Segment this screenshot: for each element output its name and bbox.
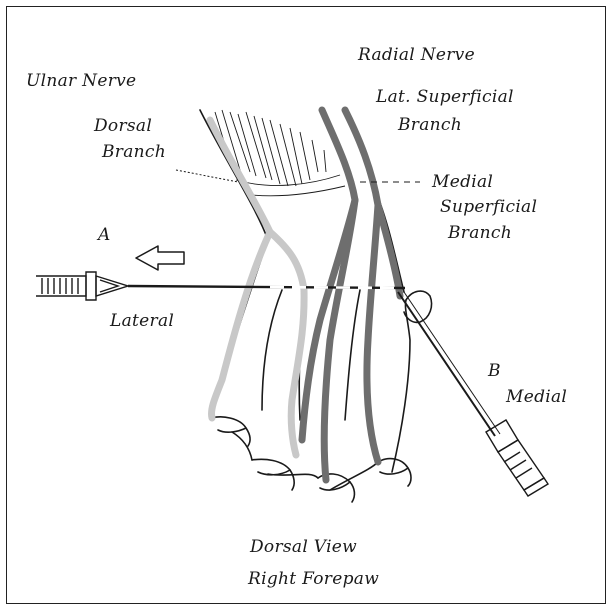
label-lateral: Lateral	[109, 311, 174, 331]
label-medial-superficial-2: Superficial	[440, 197, 537, 217]
label-medial-superficial-3: Branch	[447, 223, 512, 243]
label-medial-superficial-1: Medial	[431, 172, 493, 192]
leader-lines	[176, 170, 420, 182]
radial-medial-superficial-branch-2	[367, 205, 378, 462]
label-view-1: Dorsal View	[249, 537, 357, 557]
label-a: A	[96, 225, 111, 245]
label-dorsal-branch-2: Branch	[101, 142, 166, 162]
syringe-a	[36, 272, 405, 300]
label-medial: Medial	[505, 387, 567, 407]
label-dorsal-branch-1: Dorsal	[93, 116, 152, 136]
label-b: B	[487, 361, 501, 381]
label-ulnar-nerve: Ulnar Nerve	[26, 71, 136, 91]
label-radial-nerve: Radial Nerve	[357, 45, 475, 65]
label-lat-superficial-2: Branch	[397, 115, 462, 135]
label-view-2: Right Forepaw	[247, 569, 379, 589]
label-lat-superficial-1: Lat. Superficial	[375, 87, 514, 107]
arrow-left-icon	[136, 246, 184, 270]
ulnar-dorsal-branch-lateral	[211, 232, 270, 418]
